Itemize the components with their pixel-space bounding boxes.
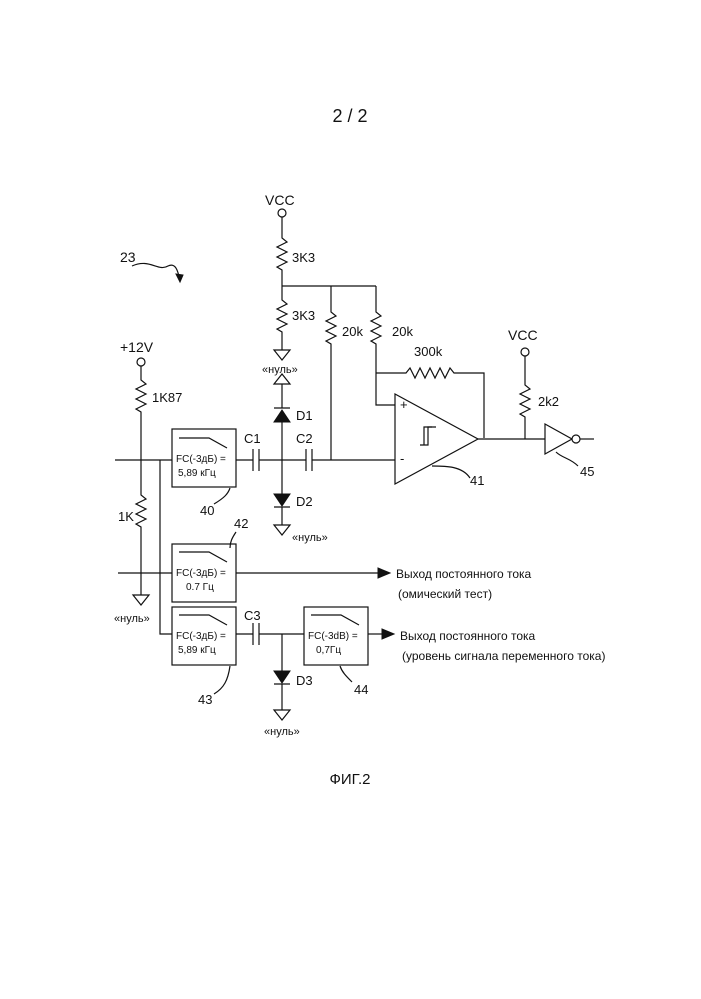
out1-line2: (омический тест)	[398, 587, 492, 601]
r-2k2-label: 2k2	[538, 394, 559, 409]
ground-3-symbol	[274, 525, 290, 535]
ground-2-symbol	[133, 595, 149, 605]
out2-line2: (уровень сигнала переменного тока)	[402, 649, 605, 663]
ref-40: 40	[200, 503, 214, 518]
diode-d2	[274, 494, 290, 506]
filter-40-line2: 5,89 кГц	[178, 468, 216, 479]
r-300k-label: 300k	[414, 344, 443, 359]
ground-4-symbol	[274, 710, 290, 720]
ground-4-label: «нуль»	[264, 726, 300, 738]
c1-label: C1	[244, 431, 261, 446]
ref-23-arrow	[132, 263, 180, 280]
wire-c1-c2	[236, 449, 331, 471]
r-3k3-mid-label: 3K3	[292, 308, 315, 323]
inverter-bubble	[572, 435, 580, 443]
ref-45-leader	[556, 452, 578, 466]
r-1k87-label: 1K87	[152, 390, 182, 405]
out1-arrowhead	[378, 568, 390, 578]
filter-43-line1: FC(-3дБ) =	[176, 631, 226, 642]
ground-1-symbol	[274, 350, 290, 360]
wire-20k-a	[326, 286, 336, 460]
opamp-minus: -	[400, 451, 404, 466]
r-1k-label: 1K	[118, 509, 134, 524]
out1-line1: Выход постоянного тока	[396, 567, 532, 581]
filter-44-line2: 0,7Гц	[316, 645, 341, 656]
filter-42-line2: 0.7 Гц	[186, 582, 214, 593]
d2-label: D2	[296, 494, 313, 509]
wire-20k-b	[371, 286, 398, 405]
diode-d1	[274, 410, 290, 422]
wire-c3	[236, 623, 304, 645]
filter-42-line1: FC(-3дБ) =	[176, 568, 226, 579]
d1-label: D1	[296, 408, 313, 423]
r-20k-b-label: 20k	[392, 324, 413, 339]
filter-44-line1: FC(-3dB) =	[308, 631, 358, 642]
wire-1k87	[136, 366, 146, 460]
filter-40-line1: FC(-3дБ) =	[176, 454, 226, 465]
ref-44-leader	[340, 666, 352, 682]
ref-41-leader	[432, 466, 470, 478]
wire-2k2	[520, 356, 530, 439]
out2-line1: Выход постоянного тока	[400, 629, 536, 643]
filter-43-line2: 5,89 кГц	[178, 645, 216, 656]
ref-23-arrowhead	[176, 274, 183, 282]
plus12-terminal	[137, 358, 145, 366]
ref-42: 42	[234, 516, 248, 531]
ref-23: 23	[120, 249, 136, 265]
ref-45: 45	[580, 464, 594, 479]
vcc-right-label: VCC	[508, 327, 538, 343]
wire-branch	[160, 460, 172, 634]
ground-3-label: «нуль»	[292, 532, 328, 544]
vcc-top-label: VCC	[265, 192, 295, 208]
vcc-right-terminal	[521, 348, 529, 356]
wire-1k	[136, 460, 146, 595]
wire-d3	[274, 684, 290, 710]
out2-arrowhead	[382, 629, 394, 639]
ref-43-leader	[214, 666, 230, 694]
ref-44: 44	[354, 682, 368, 697]
ref-43: 43	[198, 692, 212, 707]
ground-2-label: «нуль»	[114, 613, 150, 625]
inverter-45	[545, 424, 572, 454]
diode-d3	[274, 671, 290, 683]
c3-label: C3	[244, 608, 261, 623]
r-20k-a-label: 20k	[342, 324, 363, 339]
wire-d2	[274, 507, 290, 525]
plus12-label: +12V	[120, 339, 154, 355]
ref-41: 41	[470, 473, 484, 488]
ground-1-label: «нуль»	[262, 364, 298, 376]
figure-caption: ФИГ.2	[330, 771, 371, 788]
wire-vcc-resistors	[277, 217, 287, 350]
d3-label: D3	[296, 673, 313, 688]
page-number: 2 / 2	[332, 106, 367, 126]
opamp-plus: +	[400, 397, 408, 412]
vcc-top-terminal	[278, 209, 286, 217]
ref-40-leader	[214, 488, 230, 504]
r-3k3-top-label: 3K3	[292, 250, 315, 265]
c2-label: C2	[296, 431, 313, 446]
